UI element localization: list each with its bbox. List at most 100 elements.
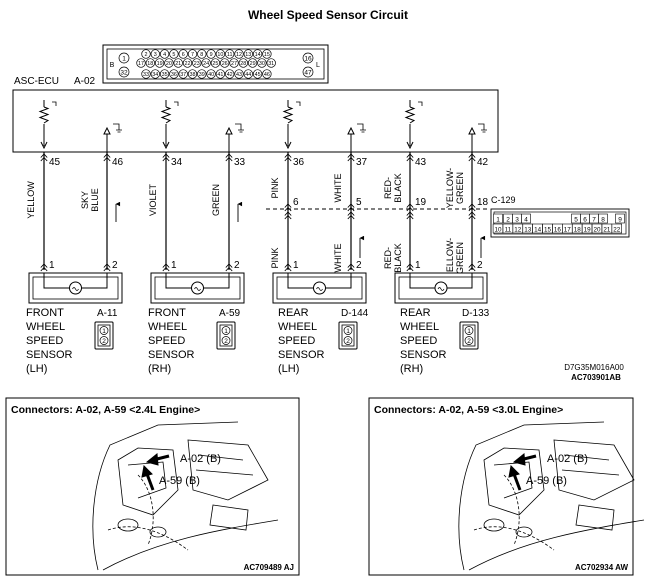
sensor-name-line: SPEED — [26, 335, 63, 347]
junction-face-label: 2 — [506, 217, 510, 224]
sensor-connector-face — [338, 321, 358, 350]
junction-pin-number: 5 — [356, 197, 362, 208]
ecu-face-pin-label: 15 — [264, 52, 270, 58]
ecu-face-pin-circle — [145, 58, 155, 68]
wire-colour-label: RED- — [383, 177, 393, 199]
sensor-pin-number: 2 — [356, 260, 362, 271]
ecu-face-pin-label: 43 — [236, 72, 242, 78]
junction-face-label: 15 — [544, 227, 552, 234]
sensor-name-line: WHEEL — [400, 321, 439, 333]
ecu-face-pin-circle — [262, 69, 272, 79]
ecu-face-pin-label: 28 — [240, 61, 246, 67]
ecu-face-pin-label: 31 — [268, 61, 274, 67]
junction-face-label: 18 — [574, 227, 582, 234]
ecu-face-pin-label: 21 — [175, 61, 181, 67]
sensor-connector-code: D-144 — [341, 308, 369, 319]
ecu-face-pin-label: 42 — [227, 72, 233, 78]
ecu-face-pin-circle — [197, 69, 207, 79]
ecu-face-pin-label: 23 — [194, 61, 200, 67]
wire-colour-label-lower: RED- — [383, 247, 393, 269]
sensor-name-line: SPEED — [278, 335, 315, 347]
connector-location-panels: Connectors: A-02, A-59 <2.4L Engine>A-02… — [5, 397, 645, 576]
connector-panel-code: AC709489 AJ — [244, 563, 294, 572]
ecu-face-pin-circle — [169, 69, 179, 79]
ecu-pin-number: 46 — [112, 157, 124, 168]
junction-face-label: 21 — [603, 227, 611, 234]
ecu-box — [12, 89, 499, 153]
ecu-face-pin-circle — [243, 49, 253, 59]
ecu-face-pin-label: 10 — [217, 52, 223, 58]
sensor-name-line: (RH) — [400, 363, 423, 375]
ecu-face-pin-label: 14 — [255, 52, 261, 58]
connector-panel — [368, 397, 634, 576]
junction-face-label: 11 — [505, 227, 512, 234]
junction-name: C-129 — [491, 195, 516, 205]
wire-colour-label: BLACK — [393, 173, 403, 203]
wire-colour-label: GREEN — [211, 184, 221, 216]
wire-colour-label: PINK — [270, 177, 280, 198]
ecu-face-pin-label: 46 — [264, 72, 270, 78]
junction-face-label: 13 — [524, 227, 532, 234]
ecu-face-pin-circle — [229, 58, 239, 68]
ecu-face-pin-label: 8 — [200, 52, 203, 58]
sensor-pin-number: 2 — [112, 260, 118, 271]
ecu-face-pin-label: 13 — [245, 52, 251, 58]
wire-colour-label: WHITE — [333, 174, 343, 203]
ecu-face-pin-circle — [234, 49, 244, 59]
ecu-face-pin-label: 7 — [191, 52, 194, 58]
figure-code: AC703901AB — [571, 373, 621, 382]
sensor-name-line: REAR — [278, 307, 309, 319]
wire-colour-label-lower: GREEN — [455, 242, 465, 274]
ecu-face-corner-label: 47 — [304, 69, 312, 76]
ecu-face-pin-label: 3 — [154, 52, 157, 58]
connector-panel-title: Connectors: A-02, A-59 <3.0L Engine> — [374, 404, 563, 416]
sensor-name-line: REAR — [400, 307, 431, 319]
ecu-face-pin-circle — [192, 58, 202, 68]
sensor-pin-number: 2 — [234, 260, 240, 271]
junction-face-cell — [598, 213, 608, 224]
sensor-name-line: FRONT — [148, 307, 186, 319]
ecu-face-pin-circle — [210, 58, 221, 68]
ecu-face-pin-circle — [169, 49, 179, 59]
sensor-name-line: SENSOR — [148, 349, 195, 361]
junction-face-label: 17 — [564, 227, 572, 234]
junction-face-cell — [611, 223, 623, 234]
ecu-face-corner-pin — [118, 66, 130, 78]
ecu-face-pin-circle — [252, 69, 263, 79]
ecu-pin-number: 34 — [171, 157, 183, 168]
ecu-face-pin-circle — [220, 58, 230, 68]
sensor-pin-number: 1 — [171, 260, 177, 271]
sensor-name-line: (LH) — [26, 363, 47, 375]
ecu-face-pin-label: 22 — [185, 61, 191, 67]
wire-colour-label-lower: PINK — [270, 247, 280, 268]
ecu-face-pin-label: 27 — [231, 61, 237, 67]
wire-colour-label: VIOLET — [148, 183, 158, 216]
wire-colour-label-lower: WHITE — [333, 244, 343, 273]
ecu-face-pin-label: 9 — [210, 52, 213, 58]
ecu-face-pin-label: 12 — [236, 52, 242, 58]
ecu-face-pin-label: 17 — [138, 61, 144, 67]
sensor-name-line: SENSOR — [400, 349, 447, 361]
junction-face-label: 5 — [574, 217, 578, 224]
junction-face-label: 4 — [524, 217, 528, 224]
ecu-face-pin-circle — [257, 58, 267, 68]
sensor-group: FRONTWHEELSPEEDSENSOR(LH)A-1112FRONTWHEE… — [26, 272, 490, 375]
junction-face-cell — [521, 213, 531, 224]
ecu-face-pin-circle — [197, 49, 207, 59]
sensor-connector-pin: 1 — [102, 328, 106, 335]
wire-colour-label: YELLOW — [26, 181, 36, 219]
ecu-pin-number: 33 — [234, 157, 246, 168]
ecu-face-pin-label: 18 — [147, 61, 153, 67]
ecu-face-pin-label: 25 — [212, 61, 218, 67]
junction-face-label: 6 — [583, 217, 587, 224]
junction-face-label: 3 — [515, 217, 519, 224]
wire-colour-label: YELLOW- — [445, 168, 455, 208]
sensor-name-line: WHEEL — [148, 321, 187, 333]
wire-colour-label-lower: BLACK — [393, 243, 403, 273]
ecu-face-pin-label: 26 — [222, 61, 228, 67]
ecu-face-pin-label: 35 — [162, 72, 168, 78]
ecu-face-pin-circle — [215, 49, 226, 59]
junction-face-cell — [615, 213, 625, 224]
junction-face-label: 1 — [496, 217, 500, 224]
